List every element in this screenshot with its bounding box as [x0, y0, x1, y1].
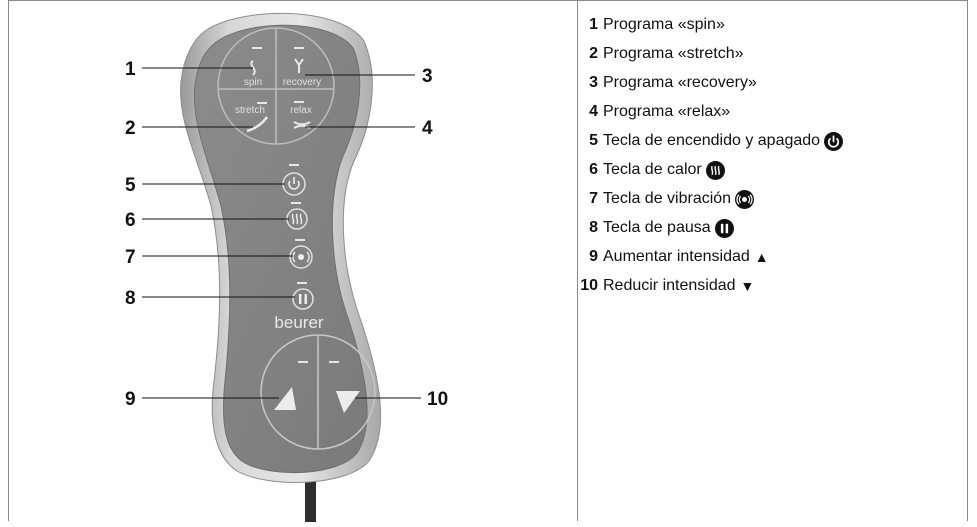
- legend-text: Tecla de encendido y apagado: [603, 132, 821, 149]
- callout-8: 8: [125, 288, 136, 309]
- legend-number: 3: [589, 74, 598, 91]
- legend-item: 9 Aumentar intensidad ▲: [588, 247, 967, 276]
- legend-panel: 1 Programa «spin» 2 Programa «stretch» 3…: [578, 0, 968, 521]
- recovery-button[interactable]: recovery: [283, 47, 321, 88]
- decrease-intensity-button[interactable]: [336, 391, 360, 413]
- legend-text: Tecla de vibración: [603, 190, 732, 207]
- leader-lines: [142, 67, 421, 399]
- legend-number: 6: [589, 161, 598, 178]
- legend-list: 1 Programa «spin» 2 Programa «stretch» 3…: [578, 1, 967, 305]
- legend-text: Programa «relax»: [603, 103, 731, 120]
- callout-3: 3: [422, 66, 433, 87]
- callout-1: 1: [125, 59, 136, 80]
- remote-face: [193, 24, 368, 474]
- increase-intensity-button[interactable]: [274, 387, 296, 410]
- legend-item: 7 Tecla de vibración: [588, 189, 967, 218]
- legend-item: 8 Tecla de pausa: [588, 218, 967, 247]
- power-icon: [824, 131, 844, 151]
- vibration-icon: [735, 189, 755, 209]
- triangle-down-icon: ▼: [740, 278, 755, 294]
- pause-icon: [299, 294, 302, 304]
- legend-number: 4: [589, 103, 598, 120]
- legend-text: Tecla de calor: [603, 161, 702, 178]
- recovery-label: recovery: [283, 77, 321, 88]
- legend-item: 4 Programa «relax»: [588, 102, 967, 131]
- legend-item: 1 Programa «spin»: [588, 15, 967, 44]
- legend-item: 6 Tecla de calor: [588, 160, 967, 189]
- vibration-key[interactable]: [289, 239, 313, 269]
- callout-9: 9: [125, 389, 136, 410]
- spin-button[interactable]: spin: [244, 47, 262, 88]
- legend-number: 7: [589, 190, 598, 207]
- callout-2: 2: [125, 118, 136, 139]
- legend-text: Aumentar intensidad: [603, 248, 750, 265]
- figure-panel: spin recovery stretch relax: [8, 0, 578, 522]
- legend-number: 10: [580, 277, 598, 294]
- heat-icon: [705, 160, 725, 180]
- callout-6: 6: [125, 210, 136, 231]
- legend-text: Programa «spin»: [603, 16, 725, 33]
- legend-item: 2 Programa «stretch»: [588, 44, 967, 73]
- vibration-icon: [298, 254, 304, 260]
- legend-number: 9: [589, 248, 598, 265]
- callout-5: 5: [125, 175, 136, 196]
- stretch-button[interactable]: stretch: [235, 102, 269, 133]
- intensity-disc: [260, 334, 376, 450]
- spin-label: spin: [244, 77, 262, 88]
- pause-key[interactable]: [292, 282, 314, 310]
- heat-icon: [291, 213, 303, 225]
- callout-7: 7: [125, 247, 136, 268]
- pause-icon: [714, 218, 734, 238]
- legend-item: 5 Tecla de encendido y apagado: [588, 131, 967, 160]
- legend-number: 2: [589, 45, 598, 62]
- brand-logo: beurer: [274, 313, 323, 332]
- legend-item: 10 Reducir intensidad ▼: [580, 276, 967, 305]
- legend-number: 5: [589, 132, 598, 149]
- legend-number: 8: [589, 219, 598, 236]
- legend-text: Programa «recovery»: [603, 74, 757, 91]
- callout-4: 4: [422, 118, 433, 139]
- legend-text: Tecla de pausa: [603, 219, 711, 236]
- legend-item: 3 Programa «recovery»: [588, 73, 967, 102]
- legend-text: Programa «stretch»: [603, 45, 744, 62]
- legend-text: Reducir intensidad: [603, 277, 736, 294]
- power-icon: [288, 177, 300, 190]
- triangle-up-icon: ▲: [754, 249, 769, 265]
- cable: [305, 473, 316, 522]
- stretch-label: stretch: [235, 105, 265, 116]
- remote-illustration: spin recovery stretch relax: [125, 13, 448, 522]
- legend-number: 1: [589, 16, 598, 33]
- callout-10: 10: [427, 389, 448, 410]
- relax-label: relax: [290, 105, 312, 116]
